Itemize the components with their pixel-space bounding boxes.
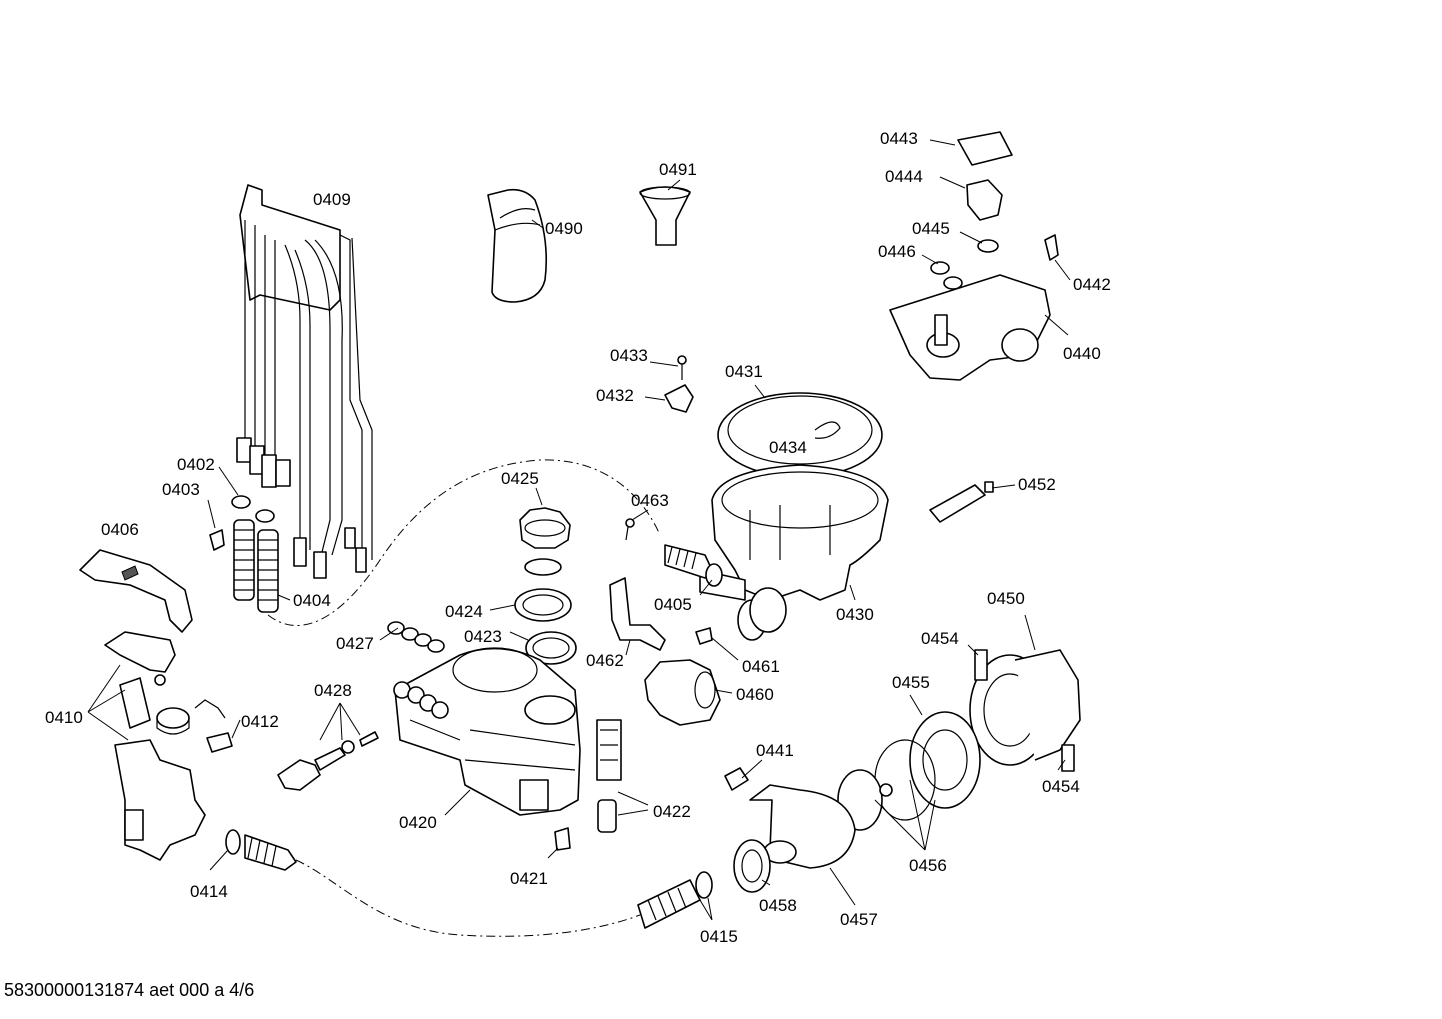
container-0420 xyxy=(393,647,581,816)
label-0402: 0402 xyxy=(177,455,215,474)
label-0405: 0405 xyxy=(654,595,692,614)
label-0490: 0490 xyxy=(545,219,583,238)
motor-0450 xyxy=(969,649,1081,772)
clip-0421 xyxy=(554,827,571,851)
document-id-footer: 58300000131874 aet 000 a 4/6 xyxy=(4,980,255,1000)
screw-0463 xyxy=(625,518,635,541)
label-0412: 0412 xyxy=(241,712,279,731)
label-0423: 0423 xyxy=(464,627,502,646)
sump-0430-0431 xyxy=(699,392,889,601)
funnel-0491 xyxy=(639,186,691,246)
label-0406: 0406 xyxy=(101,520,139,539)
label-0409: 0409 xyxy=(313,190,351,209)
label-0432: 0432 xyxy=(596,386,634,405)
label-0440: 0440 xyxy=(1063,344,1101,363)
label-0462: 0462 xyxy=(586,651,624,670)
label-0427: 0427 xyxy=(336,634,374,653)
label-0452: 0452 xyxy=(1018,475,1056,494)
label-0445: 0445 xyxy=(912,219,950,238)
label-0403: 0403 xyxy=(162,480,200,499)
label-0441: 0441 xyxy=(756,741,794,760)
label-0434: 0434 xyxy=(769,438,807,457)
heating-pipe-assembly xyxy=(236,184,373,579)
label-0461: 0461 xyxy=(742,657,780,676)
label-0454-top: 0454 xyxy=(921,629,959,648)
parts-0422 xyxy=(596,719,622,833)
label-0456: 0456 xyxy=(909,856,947,875)
part-number-labels: 0443 0444 0445 0446 0442 0440 0491 0490 … xyxy=(45,129,1111,946)
label-0422: 0422 xyxy=(653,802,691,821)
pump-housing-0457 xyxy=(724,767,856,893)
hose-0414 xyxy=(225,829,297,871)
label-0454-bottom: 0454 xyxy=(1042,777,1080,796)
nut-0425 xyxy=(519,507,571,549)
label-0463: 0463 xyxy=(631,491,669,510)
hose-0405 xyxy=(664,544,787,641)
rings-springs-0402-0404 xyxy=(209,495,279,613)
label-0414: 0414 xyxy=(190,882,228,901)
label-0458: 0458 xyxy=(759,896,797,915)
label-0424: 0424 xyxy=(445,602,483,621)
label-0444: 0444 xyxy=(885,167,923,186)
screw-and-clip-0432-0433 xyxy=(664,355,694,413)
hose-0415 xyxy=(637,871,713,929)
label-0421: 0421 xyxy=(510,869,548,888)
label-0404: 0404 xyxy=(293,591,331,610)
label-0446: 0446 xyxy=(878,242,916,261)
label-0425: 0425 xyxy=(501,469,539,488)
label-0443: 0443 xyxy=(880,129,918,148)
jug-0490 xyxy=(487,188,547,303)
label-0415: 0415 xyxy=(700,927,738,946)
cover-0406 xyxy=(79,549,193,633)
small-rings-0427 xyxy=(387,621,445,653)
pump-0460 xyxy=(644,627,721,726)
label-0433: 0433 xyxy=(610,346,648,365)
pump-cover-0455-0456 xyxy=(837,711,981,831)
valve-0428 xyxy=(277,731,379,791)
label-0410: 0410 xyxy=(45,708,83,727)
filter-0452 xyxy=(929,481,994,523)
small-parts-0412 xyxy=(194,699,233,753)
bracket-0462 xyxy=(609,577,666,651)
label-0460: 0460 xyxy=(736,685,774,704)
leader-lines xyxy=(87,139,1071,921)
valve-block-0440-0446 xyxy=(889,131,1059,381)
label-0428: 0428 xyxy=(314,681,352,700)
assembly-0410 xyxy=(104,631,206,861)
label-0457: 0457 xyxy=(840,910,878,929)
label-0442: 0442 xyxy=(1073,275,1111,294)
label-0430: 0430 xyxy=(836,605,874,624)
label-0450: 0450 xyxy=(987,589,1025,608)
label-0455: 0455 xyxy=(892,673,930,692)
ring-0424 xyxy=(514,558,577,665)
label-0431: 0431 xyxy=(725,362,763,381)
label-0420: 0420 xyxy=(399,813,437,832)
connection-lines xyxy=(267,459,661,937)
label-0491: 0491 xyxy=(659,160,697,179)
